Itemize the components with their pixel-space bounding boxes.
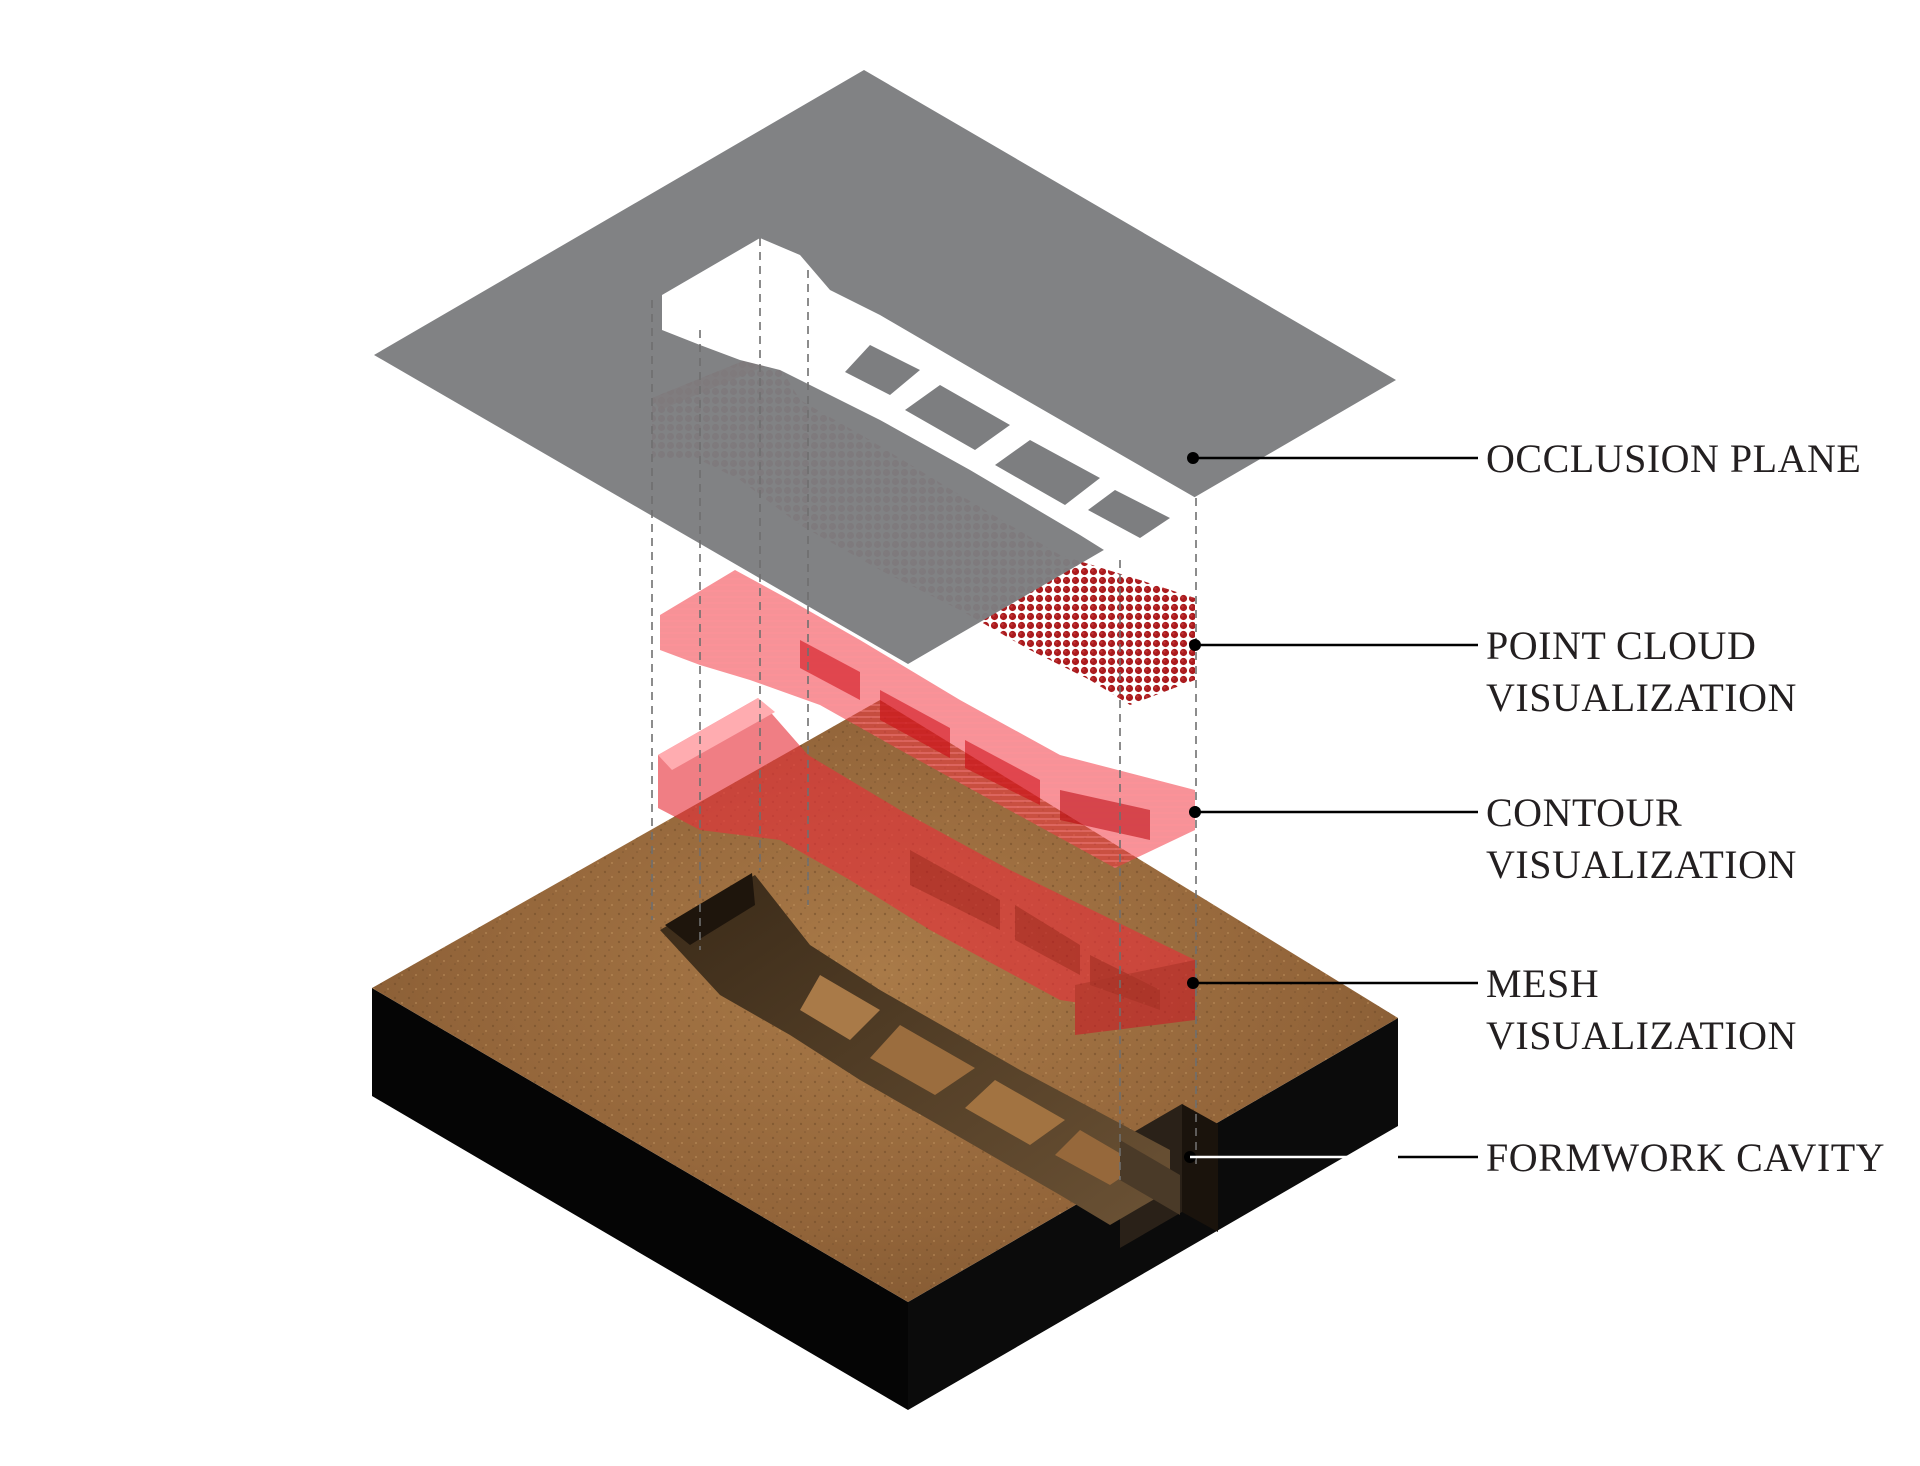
label-mesh-line2: VISUALIZATION: [1486, 1013, 1797, 1058]
label-point-cloud: POINT CLOUD VISUALIZATION: [1189, 623, 1797, 720]
mesh-visualization: [658, 698, 1195, 1035]
label-mesh-line1: MESH: [1486, 961, 1599, 1006]
label-contour: CONTOUR VISUALIZATION: [1189, 790, 1797, 887]
contour-visualization: [660, 570, 1195, 868]
label-point-cloud-line1: POINT CLOUD: [1486, 623, 1756, 668]
formwork-cavity: [660, 873, 1180, 1225]
label-formwork-cavity-text: FORMWORK CAVITY: [1486, 1135, 1885, 1180]
soil-block-left-side: [372, 988, 908, 1410]
label-contour-line2: VISUALIZATION: [1486, 842, 1797, 887]
label-occlusion-plane-text: OCCLUSION PLANE: [1486, 436, 1861, 481]
projection-lines: [651, 238, 1197, 1180]
label-contour-line1: CONTOUR: [1486, 790, 1682, 835]
label-formwork-cavity: FORMWORK CAVITY: [1184, 1135, 1885, 1180]
label-occlusion-plane: OCCLUSION PLANE: [1187, 436, 1861, 481]
occlusion-plane: [374, 70, 1396, 664]
label-mesh: MESH VISUALIZATION: [1187, 961, 1797, 1058]
label-point-cloud-line2: VISUALIZATION: [1486, 675, 1797, 720]
